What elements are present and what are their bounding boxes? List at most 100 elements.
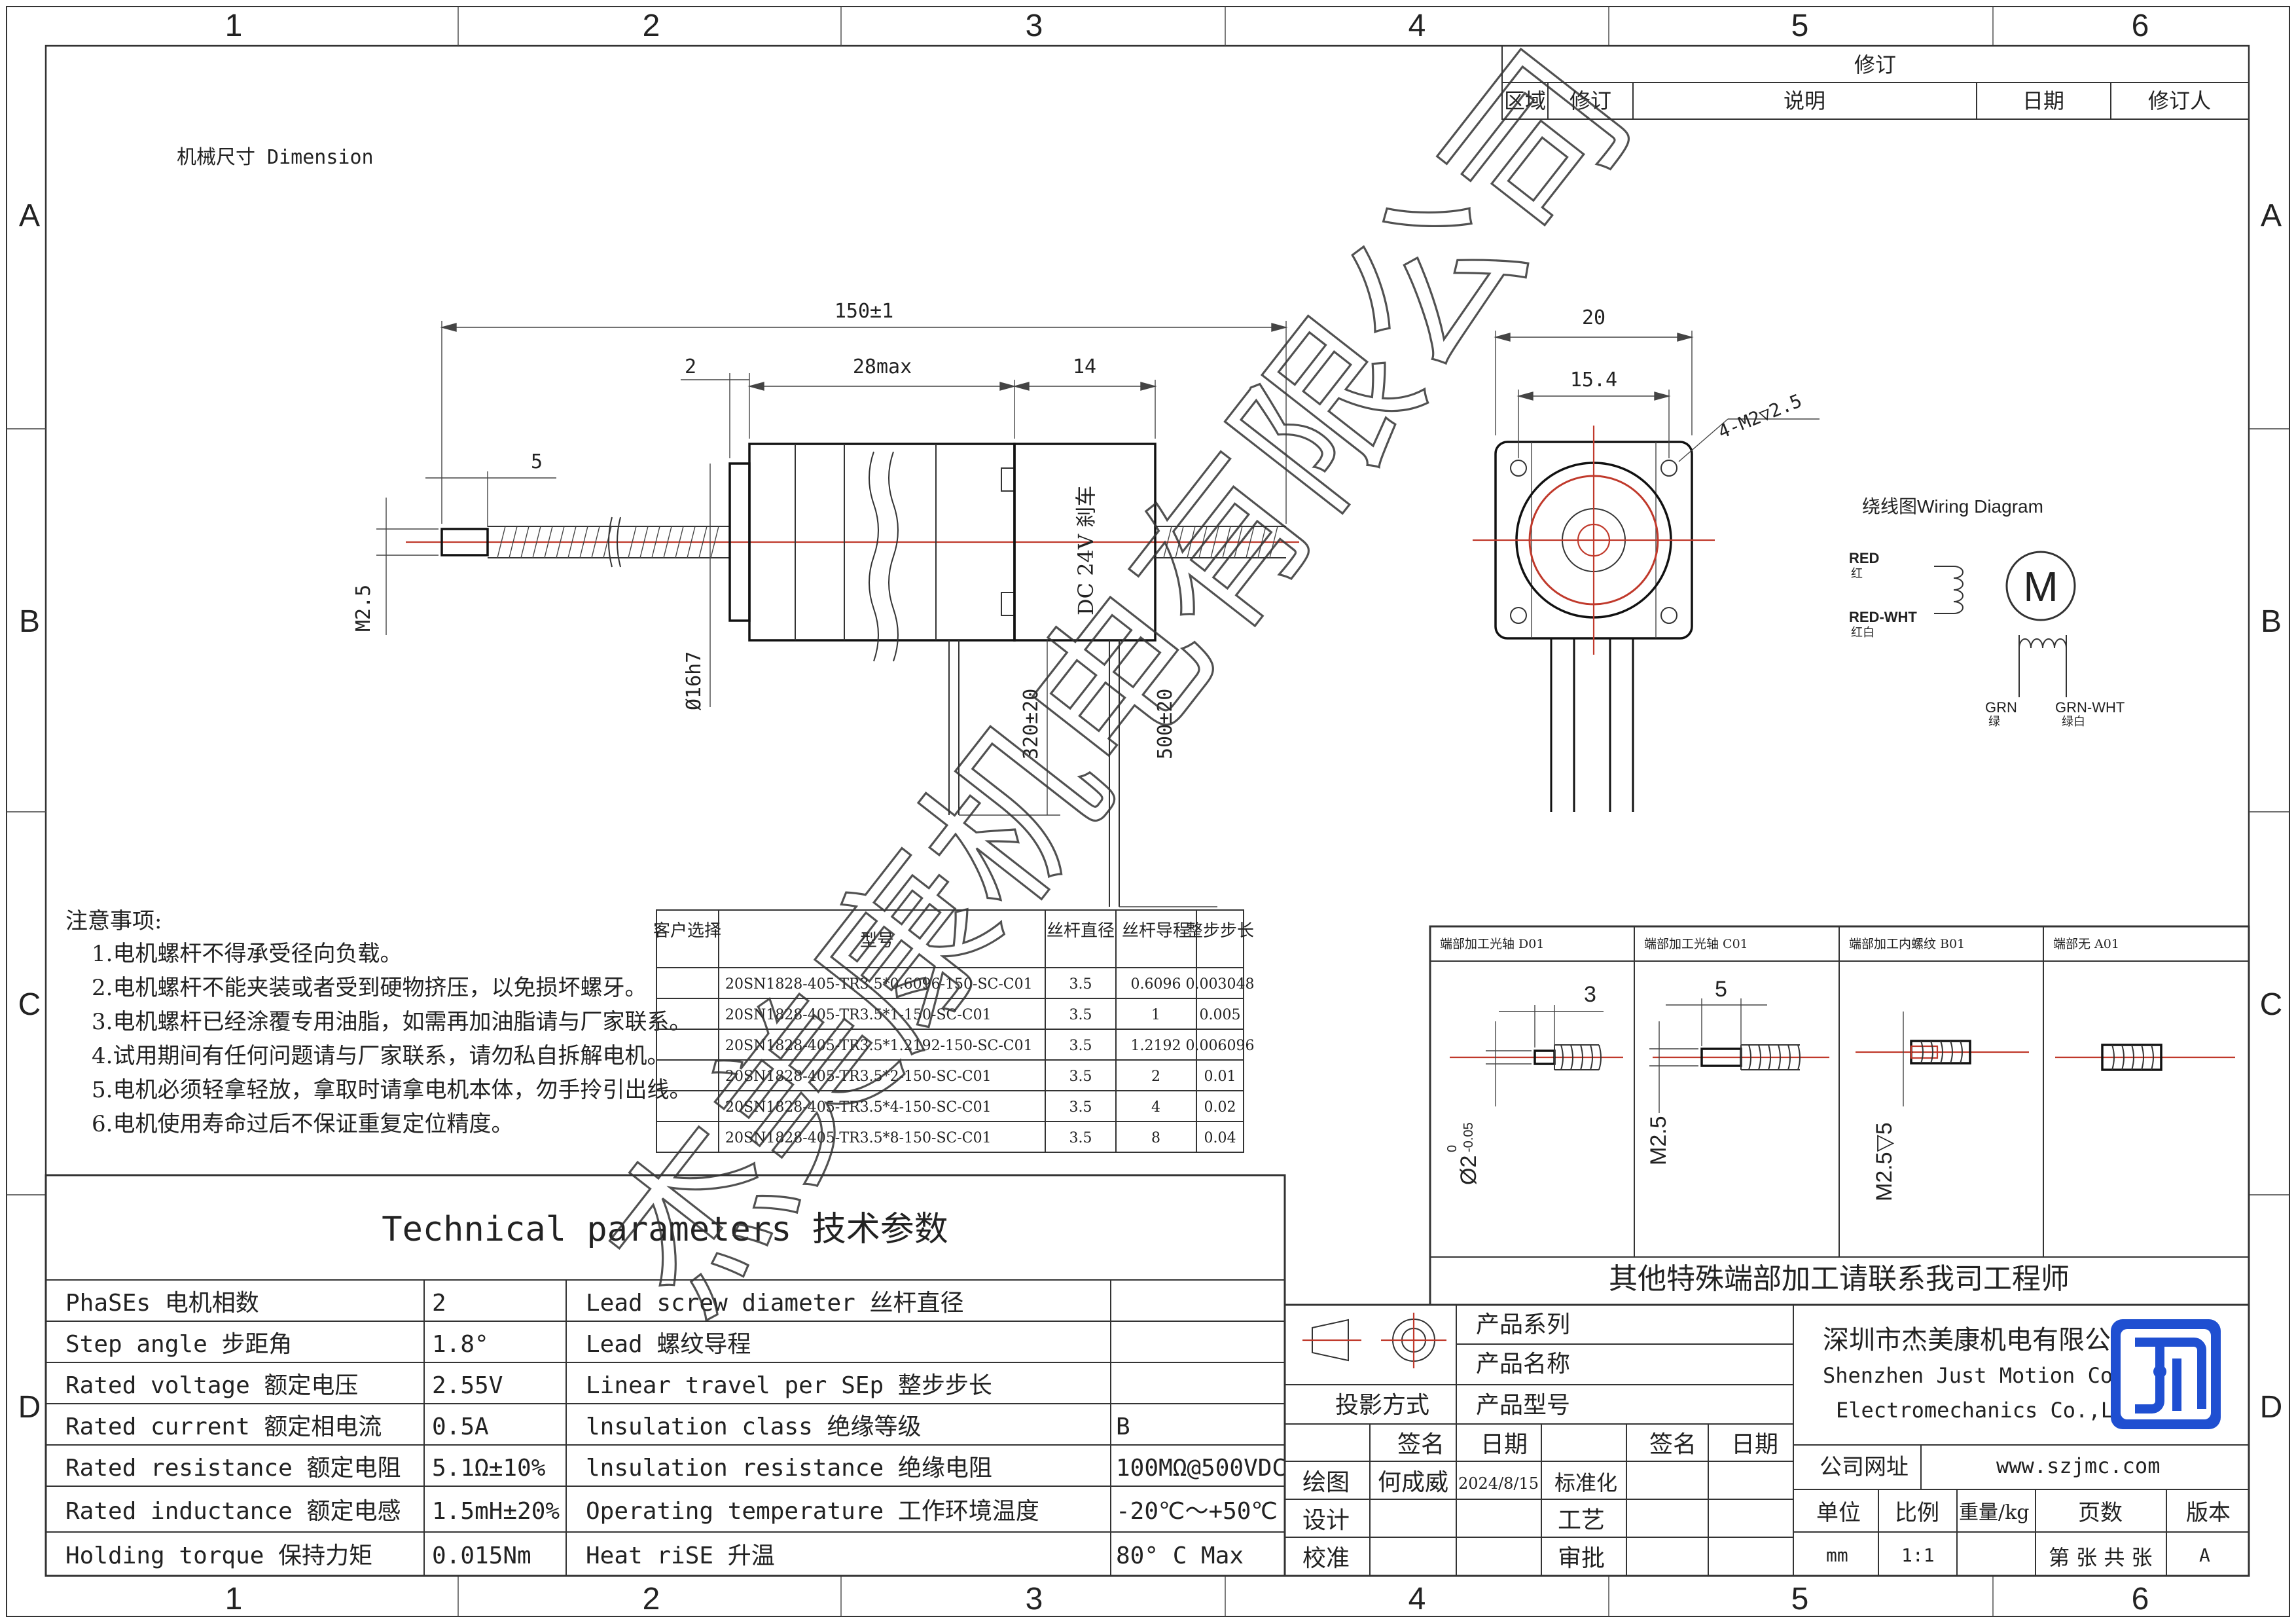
wire-red-wht: RED-WHT (1849, 609, 1917, 625)
end-header: 端部加工光轴 D01 (1440, 937, 1544, 951)
date-label-2: 日期 (1731, 1431, 1778, 1458)
wiring-diagram: 绕线图Wiring Diagram M RED 红 RED-WHT 红白 GRN… (1849, 496, 2125, 729)
screw-dia: 3.5 (1069, 1007, 1092, 1023)
tech-params-table: Technical parameters 技术参数 PhaSEs 电机相数 2 … (45, 1174, 1286, 1577)
table-row: 20SN1828-405-TR3.5*1.2192-150-SC-C01 3.5… (725, 1038, 1254, 1054)
step-length: 0.006096 (1186, 1038, 1255, 1054)
param-value: 0.015Nm (432, 1542, 531, 1569)
front-view: 20 15.4 4-M2▽2.5 (1473, 306, 1820, 812)
d01-dim: 3 (1584, 982, 1596, 1007)
wire-grn-wht: GRN-WHT (2055, 699, 2125, 716)
screw-lead: 0.6096 (1131, 976, 1181, 993)
note-item: 6.电机使用寿命过后不保证重复定位精度。 (92, 1111, 513, 1137)
d01-tol-low: -0.05 (1462, 1122, 1476, 1152)
param-name: Heat riSE 升温 (586, 1542, 775, 1569)
product-series-label: 产品系列 (1476, 1311, 1570, 1338)
title-block: 投影方式 产品系列 产品名称 产品型号 签名 日期 签名 日期 绘图 何成威 2… (1283, 1304, 2250, 1577)
projection-label: 投影方式 (1335, 1392, 1429, 1419)
standard-label: 标准化 (1554, 1470, 1617, 1495)
end-c01: 5 M2.5 (1646, 977, 1829, 1165)
tech-title: Technical parameters 技术参数 (382, 1210, 948, 1249)
step-length: 0.005 (1200, 1007, 1241, 1023)
brake-label: DC 24V 刹车 (1073, 486, 1098, 615)
param-name: Lead screw diameter 丝杆直径 (586, 1290, 963, 1317)
dim-2: 2 (685, 356, 696, 378)
end-b01: M2.5▽5 (1856, 1012, 2029, 1201)
product-name-label: 产品名称 (1476, 1351, 1570, 1377)
table-row: Rated resistance 额定电阻 5.1Ω±10% lnsulatio… (65, 1455, 1286, 1482)
section-title: 机械尺寸 Dimension (177, 146, 374, 169)
dim-total: 150±1 (834, 300, 893, 323)
screw-dia: 3.5 (1069, 976, 1092, 993)
revision-header: 区域 (1504, 88, 1546, 113)
dim-20: 20 (1582, 306, 1605, 329)
model-header: 型号 (860, 931, 894, 951)
param-value: 1.5mH±20% (432, 1498, 560, 1525)
design-label: 设计 (1302, 1507, 1350, 1534)
notes: 注意事项: 1.电机螺杆不得承受径向负载。 2.电机螺杆不能夹装或者受到硬物挤压… (65, 908, 691, 1137)
watermark-text: 杰美康机电有限公司 (570, 18, 1669, 1347)
lead-screw-right (1155, 526, 1286, 558)
d01-dia: Ø2 (1456, 1156, 1481, 1185)
d01-tol-up: 0 (1445, 1145, 1460, 1152)
model-number: 20SN1828-405-TR3.5*4-150-SC-C01 (725, 1099, 992, 1116)
model-header: 整步步长 (1186, 921, 1254, 941)
dim-lead1: 320±20 (1020, 689, 1043, 759)
param-value: 0.5A (432, 1413, 489, 1440)
wire-grn: GRN (1985, 699, 2017, 716)
param-name: lnsulation class 绝缘等级 (586, 1413, 921, 1440)
model-number: 20SN1828-405-TR3.5*1-150-SC-C01 (725, 1007, 992, 1023)
table-row: 20SN1828-405-TR3.5*8-150-SC-C01 3.5 8 0.… (725, 1130, 1236, 1146)
date-label: 日期 (1480, 1431, 1528, 1458)
lead-screw-left (488, 517, 730, 568)
table-row: Holding torque 保持力矩 0.015Nm Heat riSE 升温… (65, 1542, 1244, 1569)
row-label: D (2260, 1390, 2283, 1425)
version-label: 版本 (2186, 1500, 2231, 1526)
table-row: Rated inductance 额定电感 1.5mH±20% Operatin… (65, 1498, 1278, 1525)
product-model-label: 产品型号 (1476, 1392, 1570, 1419)
screw-lead: 8 (1151, 1130, 1160, 1146)
revision-title: 修订 (1854, 52, 1896, 77)
company-name-en-2: Electromechanics Co.,LTD (1836, 1398, 2138, 1423)
table-row: 20SN1828-405-TR3.5*0.6096-150-SC-C01 3.5… (725, 976, 1254, 993)
pages-value: 第 张 共 张 (2049, 1545, 2153, 1570)
param-name: PhaSEs 电机相数 (65, 1290, 259, 1317)
dim-5: 5 (531, 450, 543, 473)
param-value: 2 (432, 1290, 446, 1317)
param-name: Step angle 步距角 (65, 1331, 292, 1358)
projection-symbol (1302, 1313, 1446, 1368)
dim-m25: M2.5 (352, 585, 375, 632)
drawer-name: 何成威 (1378, 1469, 1448, 1496)
wire-grn-wht-cn: 绿白 (2062, 715, 2085, 729)
revision-header: 日期 (2022, 88, 2064, 113)
step-length: 0.003048 (1186, 976, 1255, 993)
model-table: 客户选择 型号 丝杆直径 丝杆导程 整步步长 20SN1828-405-TR3.… (653, 909, 1254, 1153)
website-label: 公司网址 (1820, 1454, 1909, 1480)
row-label: A (2261, 198, 2282, 233)
table-row: 20SN1828-405-TR3.5*4-150-SC-C01 3.5 4 0.… (725, 1099, 1236, 1116)
col-label: 3 (1026, 1582, 1043, 1616)
table-row: 20SN1828-405-TR3.5*2-150-SC-C01 3.5 2 0.… (725, 1068, 1236, 1085)
model-number: 20SN1828-405-TR3.5*8-150-SC-C01 (725, 1130, 992, 1146)
pages-label: 页数 (2078, 1500, 2123, 1526)
param-name: Linear travel per SEp 整步步长 (586, 1372, 992, 1399)
screw-lead: 2 (1151, 1068, 1160, 1085)
note-item: 5.电机必须轻拿轻放，拿取时请拿电机本体，勿手拎引出线。 (92, 1077, 691, 1103)
company-logo (2111, 1319, 2221, 1429)
b01-dim: M2.5▽5 (1872, 1122, 1897, 1201)
c01-dia: M2.5 (1646, 1116, 1671, 1165)
screw-lead: 4 (1151, 1099, 1160, 1116)
param-value: 80° C Max (1116, 1542, 1244, 1569)
table-row: PhaSEs 电机相数 2 Lead screw diameter 丝杆直径 (65, 1290, 963, 1317)
row-label: D (18, 1390, 41, 1425)
revision-header: 修订人 (2148, 88, 2211, 113)
col-label: 2 (643, 9, 660, 43)
note-item: 2.电机螺杆不能夹装或者受到硬物挤压，以免损坏螺牙。 (92, 975, 647, 1001)
col-label: 6 (2132, 1582, 2149, 1616)
scale-value: 1:1 (1901, 1544, 1935, 1566)
website: www.szjmc.com (1996, 1453, 2160, 1478)
note-item: 3.电机螺杆已经涂覆专用油脂，如需再加油脂请与厂家联系。 (92, 1009, 691, 1035)
screw-lead: 1.2192 (1131, 1038, 1181, 1054)
col-label: 6 (2132, 9, 2149, 43)
revision-table: 修订 区域 修订 说明 日期 修订人 (1501, 45, 2250, 120)
